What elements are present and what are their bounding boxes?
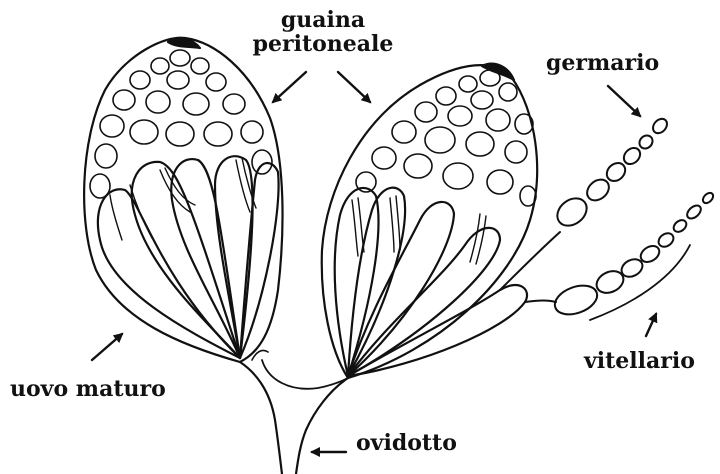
label-ovidotto: ovidotto bbox=[356, 432, 457, 454]
label-guaina-line1: guaina bbox=[238, 8, 408, 32]
arrow-guaina-right bbox=[338, 72, 370, 102]
label-germario: germario bbox=[546, 52, 659, 74]
arrow-germario bbox=[608, 86, 640, 116]
arrow-uovo bbox=[92, 334, 122, 360]
label-vitellario: vitellario bbox=[584, 350, 695, 372]
arrow-vitellario bbox=[646, 314, 656, 336]
label-guaina-peritoneale: guaina peritoneale bbox=[238, 8, 408, 56]
label-uovo-maturo: uovo maturo bbox=[10, 378, 166, 400]
label-guaina-line2: peritoneale bbox=[238, 32, 408, 56]
arrow-guaina-left bbox=[273, 72, 306, 102]
germarium-chain bbox=[500, 116, 670, 290]
vitellarium-chain bbox=[525, 191, 715, 320]
